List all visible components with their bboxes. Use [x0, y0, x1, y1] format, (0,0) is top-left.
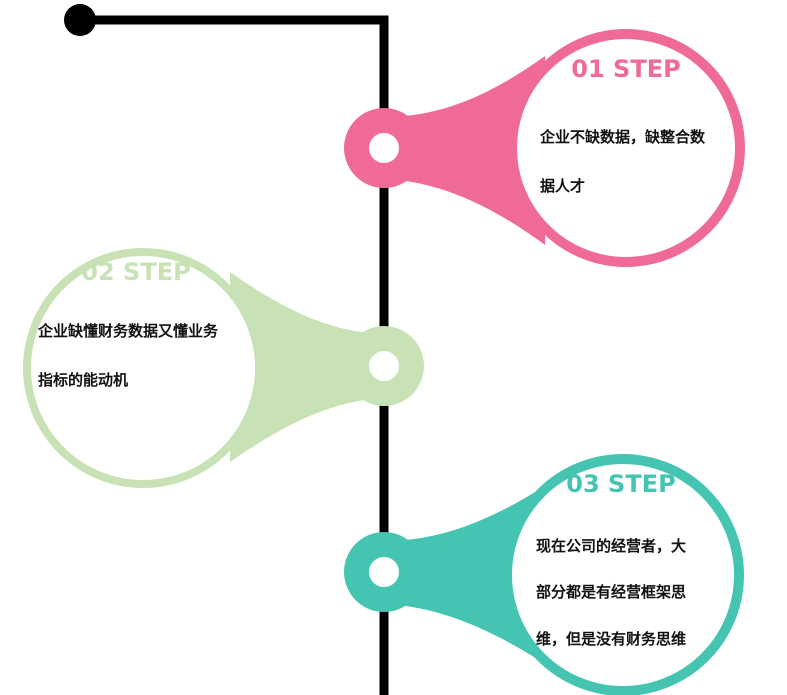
timeline-start-dot [64, 4, 96, 36]
step-2-text-line-2: 指标的能动机 [38, 371, 128, 389]
step-1-bubble [507, 29, 745, 267]
step-3-node-hole [369, 557, 399, 587]
step-2-node-hole [369, 351, 399, 381]
step-3-bubble [502, 454, 744, 695]
timeline [64, 4, 389, 695]
step-3: 03 STEP 现在公司的经营者，大 部分都是有经营框架思 维，但是没有财务思维 [344, 454, 744, 695]
step-1-connector [374, 56, 545, 245]
timeline-line [80, 15, 389, 695]
step-1-node-hole [369, 133, 399, 163]
step-3-text-line-3: 维，但是没有财务思维 [536, 630, 686, 648]
step-1-title: 01 STEP [571, 55, 680, 83]
step-3-text-line-1: 现在公司的经营者，大 [536, 537, 686, 555]
step-2-connector [230, 272, 394, 462]
step-3-connector [374, 484, 548, 666]
step-3-title: 03 STEP [566, 470, 675, 498]
step-2: 02 STEP 企业缺懂财务数据又懂业务 指标的能动机 [23, 248, 424, 488]
step-1-text-line-2: 据人才 [540, 177, 585, 195]
step-2-text-line-1: 企业缺懂财务数据又懂业务 [37, 322, 219, 340]
step-2-bubble [23, 248, 263, 488]
step-3-text-line-2: 部分都是有经营框架思 [536, 583, 686, 601]
step-1: 01 STEP 企业不缺数据，缺整合数 据人才 [344, 29, 745, 267]
step-2-title: 02 STEP [81, 258, 190, 286]
step-1-text-line-1: 企业不缺数据，缺整合数 [539, 128, 706, 146]
